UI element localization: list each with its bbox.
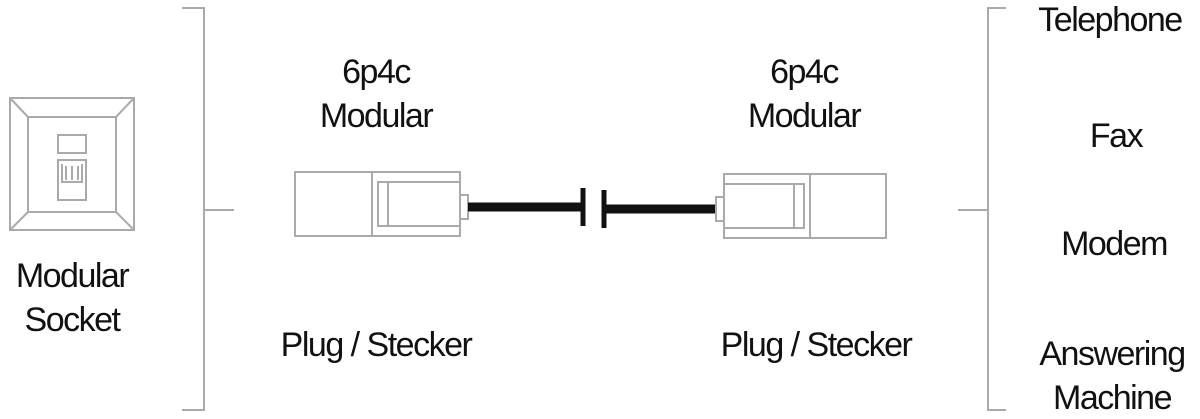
left-plug-caption: Plug / Stecker [280,326,473,364]
device-fax: Fax [1089,117,1144,155]
left-bracket [182,7,234,411]
right-plug-caption: Plug / Stecker [720,326,913,364]
cable-line [468,188,716,228]
socket-label-line1: Modular [15,257,130,295]
device-modem: Modem [1061,225,1168,263]
socket-icon [9,97,135,231]
socket-label-line2: Socket [24,301,121,339]
left-plug-type-line2: Modular [319,97,434,135]
right-bracket [958,7,1006,411]
right-plug-icon [715,173,887,239]
right-plug-type-line1: 6p4c [770,53,839,91]
left-plug-type-line1: 6p4c [342,53,411,91]
device-answering-line1: Answering [1039,335,1186,373]
device-answering-line2: Machine [1052,379,1173,417]
device-telephone: Telephone [1038,1,1183,39]
right-plug-type-line2: Modular [747,97,862,135]
left-plug-icon [294,171,469,237]
